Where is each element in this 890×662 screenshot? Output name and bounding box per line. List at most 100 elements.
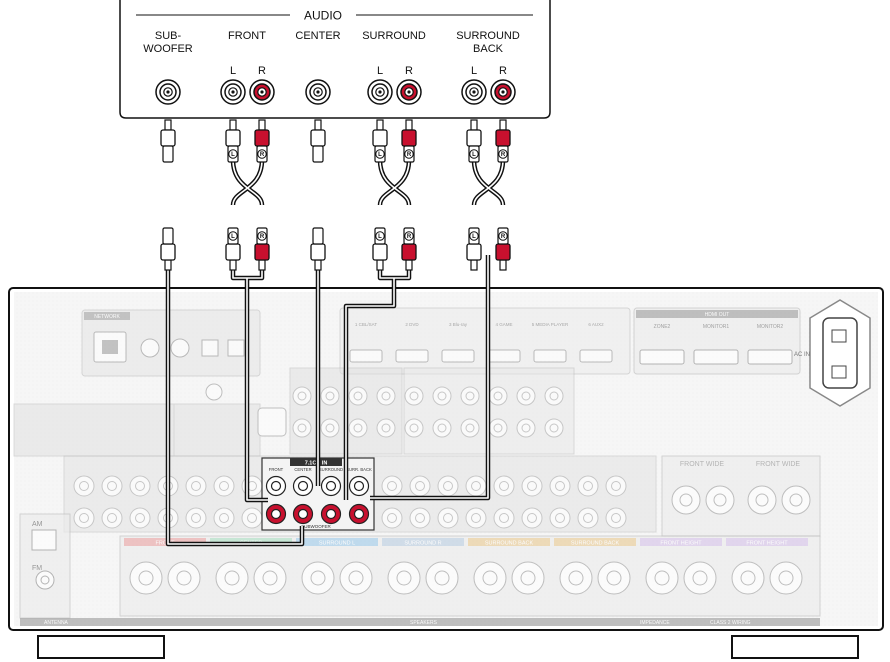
speakers-bottom-label: SPEAKERS <box>410 620 438 626</box>
speaker-terminal-core <box>654 570 670 586</box>
rca-plug: R <box>254 119 270 163</box>
rca-plug <box>160 119 176 163</box>
speaker-section-band <box>726 538 808 546</box>
hdmi-out-port <box>693 349 739 365</box>
plug-shell <box>372 129 388 147</box>
preout-label: SURR. BACK <box>346 467 372 472</box>
preout-label: FRONT <box>269 467 284 472</box>
component-jack-core <box>297 391 307 401</box>
preout-jack-core <box>471 513 481 523</box>
hdmi-out-port <box>639 349 685 365</box>
rca-plug: L <box>466 227 482 271</box>
plug-body <box>312 227 324 245</box>
component-jack-core <box>549 423 559 433</box>
preout-jack-core <box>555 513 565 523</box>
preout-jack-core <box>611 513 621 523</box>
component-jack-core <box>409 391 419 401</box>
rca-plug: L <box>225 227 241 271</box>
component-jack-core <box>353 423 363 433</box>
plug-shell <box>495 243 511 261</box>
ac-label: AC IN <box>794 352 810 358</box>
component-jack-core <box>381 391 391 401</box>
ch-in-jack-right-core <box>270 508 282 520</box>
plug-letter: R <box>260 234 265 240</box>
plug-tip <box>229 119 237 131</box>
preout-jack-core <box>443 513 453 523</box>
speaker-section-label: SURROUND R <box>404 541 441 547</box>
speaker-terminal-core <box>482 570 498 586</box>
speaker-terminal-core <box>520 570 536 586</box>
surround-jack-L <box>367 79 393 105</box>
speaker-section-label: FRONT HEIGHT <box>660 541 702 547</box>
component-jack-core <box>409 423 419 433</box>
plug-shell <box>466 129 482 147</box>
speaker-section-band <box>382 538 464 546</box>
antenna-panel: AM FM <box>19 513 71 619</box>
speaker-terminal-core <box>262 570 278 586</box>
speaker-section-band <box>124 538 206 546</box>
speaker-terminal-core <box>778 570 794 586</box>
speaker-section-label: FRONT <box>156 541 176 547</box>
plug-letter-badge <box>469 149 479 159</box>
preout-jack-core <box>583 481 593 491</box>
cable-core <box>473 159 504 206</box>
speaker-terminal-core <box>396 570 412 586</box>
plug-letter: L <box>231 234 235 240</box>
left-foot <box>37 635 165 659</box>
preout-jack-core <box>499 481 509 491</box>
front-jack-R <box>249 79 275 105</box>
component-jack-core <box>297 423 307 433</box>
hdmi-in-port <box>349 349 383 363</box>
hdmi-in-label: 5 MEDIA PLAYER <box>532 322 569 327</box>
hdmi-in-port <box>533 349 567 363</box>
cable-outline <box>377 159 412 206</box>
plug-shell <box>254 243 270 261</box>
plug-tip <box>314 119 322 131</box>
jack-pin <box>260 90 264 94</box>
rca-plug: R <box>254 227 270 271</box>
speaker-terminal-core <box>568 570 584 586</box>
component-jack-core <box>325 391 335 401</box>
preout-jack-core <box>443 481 453 491</box>
network-label: NETWORK <box>94 314 120 320</box>
plug-letter-badge <box>375 231 385 241</box>
preout-label: SURROUND <box>319 467 343 472</box>
preout-jack-core <box>415 513 425 523</box>
ch-in-jack-left-core <box>270 480 282 492</box>
preout-jack-core <box>527 513 537 523</box>
speaker-section-label: FRONT HEIGHT <box>746 541 788 547</box>
plug-letter: R <box>260 152 265 158</box>
preout-jack-core <box>527 481 537 491</box>
hdmi-out-label: MONITOR1 <box>703 324 730 330</box>
plug-letter-badge <box>469 231 479 241</box>
plug-shell <box>225 243 241 261</box>
front-label-line: FRONT <box>228 30 266 42</box>
ch-in-jack-left-core <box>297 480 309 492</box>
hdmi-in-label: 2 DVD <box>405 322 419 327</box>
component-jack-core <box>353 391 363 401</box>
plug-letter-badge <box>404 149 414 159</box>
plug-letter: L <box>378 152 382 158</box>
hdmi-out-label: ZONE2 <box>654 324 671 330</box>
sw-label-line: WOOFER <box>143 43 193 55</box>
plug-shell <box>401 129 417 147</box>
class2-label: CLASS 2 WIRING <box>710 620 751 626</box>
fw-terminal-core <box>789 493 803 507</box>
sw-jack-mono <box>155 79 181 105</box>
speaker-section-band <box>296 538 378 546</box>
speaker-terminal-core <box>692 570 708 586</box>
cable-outline <box>230 159 265 206</box>
component-jack-core <box>437 423 447 433</box>
speaker-terminal-core <box>348 570 364 586</box>
rca-plug: L <box>225 119 241 163</box>
plug-letter-badge <box>257 231 267 241</box>
plug-tip <box>376 119 384 131</box>
component-jack-core <box>381 423 391 433</box>
surround-jack-R <box>396 79 422 105</box>
hdmi-out-title: HDMI OUT <box>705 312 730 318</box>
hdmi-in-port <box>579 349 613 363</box>
